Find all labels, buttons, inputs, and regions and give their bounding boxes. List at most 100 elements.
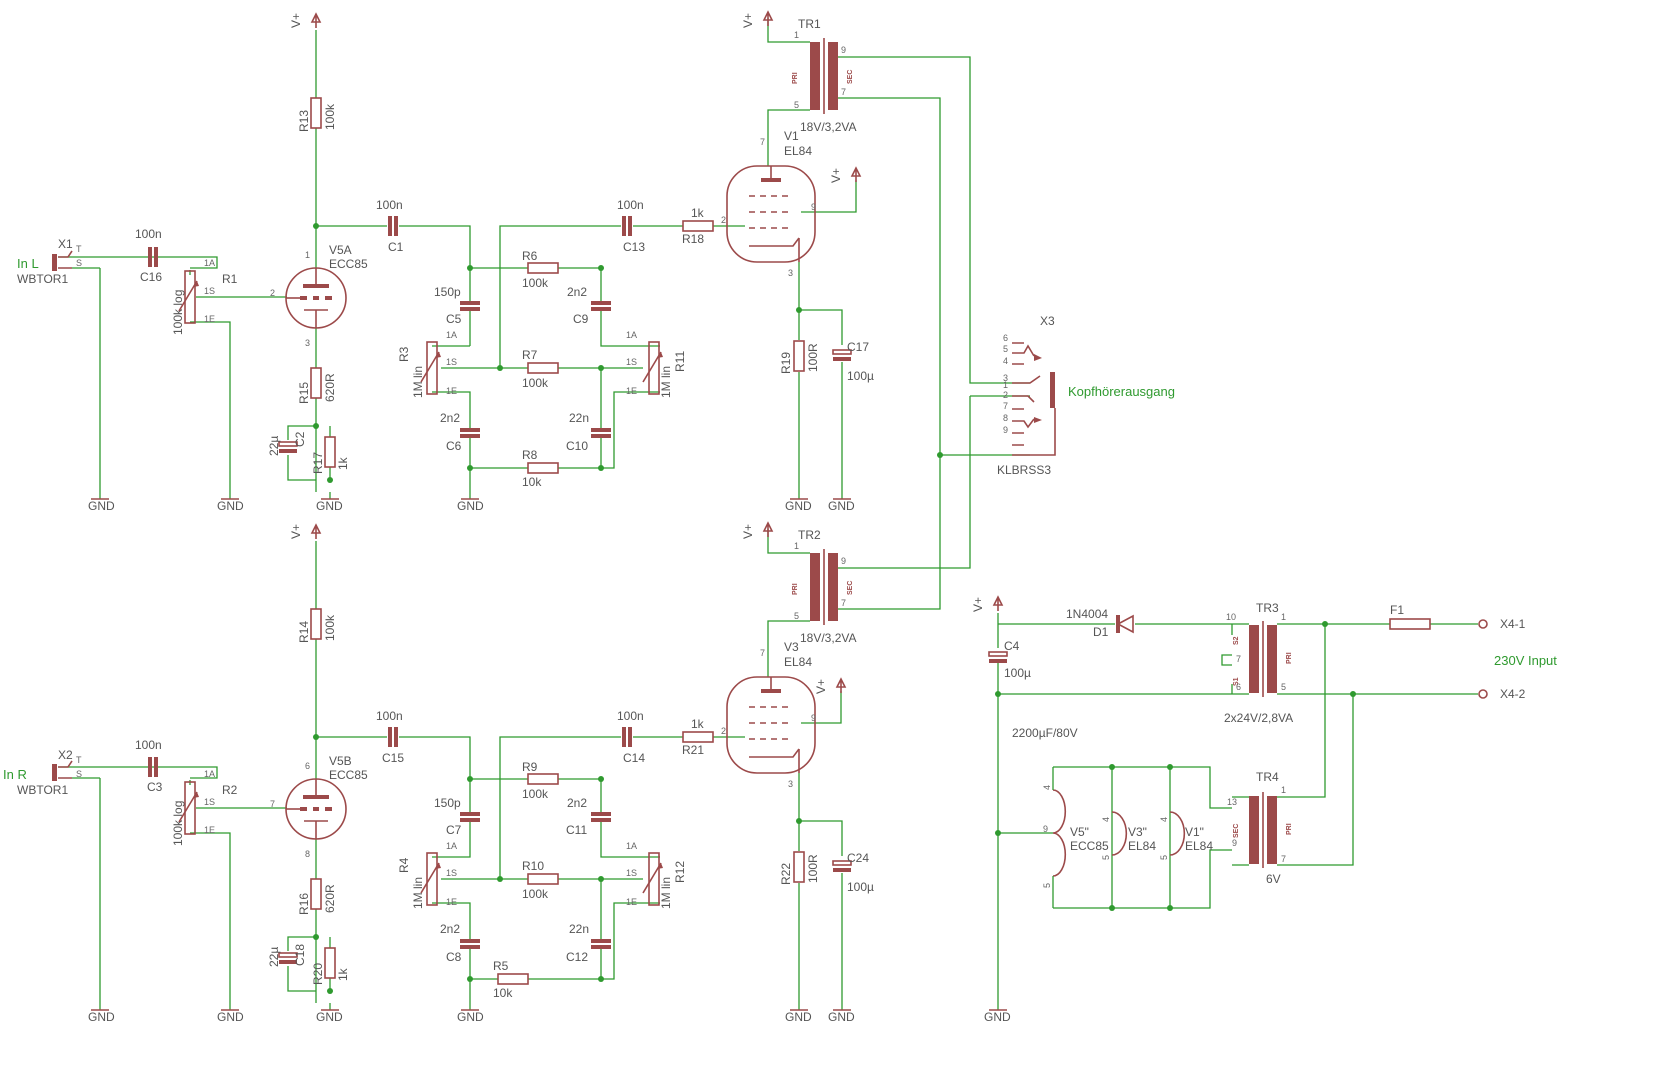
- r17-ref: R17: [311, 452, 325, 474]
- r8-ref: R8: [522, 448, 538, 462]
- c7-value: 150p: [434, 796, 461, 810]
- tr3-s1: S1: [1233, 677, 1240, 686]
- r11-ref: R11: [673, 351, 687, 372]
- r19-value: 100R: [806, 343, 820, 372]
- tr4-sec: SEC: [1233, 824, 1240, 838]
- gnd-label: GND: [785, 499, 812, 513]
- v1-type: EL84: [784, 144, 812, 158]
- input-label-left: In L: [17, 256, 39, 271]
- supply-label: V+: [289, 13, 303, 28]
- sec-label: SEC: [847, 581, 854, 595]
- c7-ref: C7: [446, 823, 462, 837]
- r16-ref: R16: [297, 893, 311, 915]
- channel-right: In R X2 WBTOR1 T S 100n C3 R2 100k log 1…: [3, 396, 971, 1024]
- pin-label: 9: [1232, 838, 1237, 848]
- r20-value: 1k: [336, 967, 350, 981]
- r7-value: 100k: [522, 376, 549, 390]
- c6-value: 2n2: [440, 411, 460, 425]
- gnd-label: GND: [457, 1010, 484, 1024]
- tr2-ref: TR2: [798, 528, 821, 542]
- r3-value: 1M lin: [411, 366, 425, 398]
- r4-ref: R4: [397, 857, 411, 873]
- mains-label: 230V Input: [1494, 653, 1557, 668]
- pri-label: PRI: [792, 583, 799, 595]
- heater-ref: V3": [1128, 825, 1147, 839]
- c13-ref: C13: [623, 240, 645, 254]
- pin-label: 1: [1281, 612, 1286, 622]
- channel-left: In L X1 WBTOR1 T S 100n C16 R1 100k log …: [17, 11, 1030, 513]
- c3-ref: C3: [147, 780, 163, 794]
- v3-ref: V3: [784, 640, 799, 654]
- r15-value: 620R: [323, 373, 337, 402]
- heater-type: EL84: [1185, 839, 1213, 853]
- gnd-label: GND: [88, 1010, 115, 1024]
- pin-label: 4: [1042, 785, 1052, 790]
- pin-label: 3: [305, 338, 310, 348]
- r14-value: 100k: [323, 614, 337, 641]
- pot-pin-label: 1A: [446, 841, 457, 851]
- r1-value: 100k log: [171, 290, 185, 335]
- d1-type: 1N4004: [1066, 607, 1108, 621]
- pot-pin-label: 1A: [446, 330, 457, 340]
- tr3-value: 2x24V/2,8VA: [1224, 711, 1293, 725]
- pot-pin-label: 1S: [626, 357, 637, 367]
- pot-pin-label: 1S: [446, 357, 457, 367]
- pin-label: 1: [1281, 785, 1286, 795]
- r15-ref: R15: [297, 382, 311, 404]
- pin-label: 3: [788, 779, 793, 789]
- c14-value: 100n: [617, 709, 644, 723]
- r18-ref: R18: [682, 232, 704, 246]
- c4-value: 100µ: [1004, 666, 1031, 680]
- pin-label: 9: [841, 45, 846, 55]
- pot-pin-label: 1A: [204, 769, 215, 779]
- pin-label: 6: [305, 761, 310, 771]
- gnd-label: GND: [217, 1010, 244, 1024]
- r21-value: 1k: [691, 717, 705, 731]
- r7-ref: R7: [522, 348, 538, 362]
- pin-label: 3: [788, 268, 793, 278]
- pot-pin-label: 1E: [204, 314, 215, 324]
- pin-label: 6: [1003, 333, 1008, 343]
- c12-value: 22n: [569, 922, 589, 936]
- pot-pin-label: 1S: [204, 286, 215, 296]
- gnd-label: GND: [217, 499, 244, 513]
- supply-label: V+: [971, 597, 985, 612]
- heater-type: EL84: [1128, 839, 1156, 853]
- r17-value: 1k: [336, 456, 350, 470]
- jack-pin-s: S: [76, 769, 82, 779]
- r9-value: 100k: [522, 787, 549, 801]
- v5a-ref: V5A: [329, 243, 352, 257]
- c10-ref: C10: [566, 439, 588, 453]
- r22-ref: R22: [779, 863, 793, 885]
- pin-label: 13: [1227, 797, 1237, 807]
- input-type-left: WBTOR1: [17, 272, 68, 286]
- supply-label: V+: [289, 524, 303, 539]
- c9-value: 2n2: [567, 285, 587, 299]
- pin-label: 3: [1003, 373, 1008, 383]
- c2-value: 22µ: [267, 436, 281, 456]
- pin-label: 1: [1003, 380, 1008, 390]
- pin-label: 8: [1003, 413, 1008, 423]
- heater-v1: V1" EL84 4 5: [1159, 811, 1213, 860]
- headphone-label: Kopfhörerausgang: [1068, 384, 1175, 399]
- c6-ref: C6: [446, 439, 462, 453]
- r2-ref: R2: [222, 783, 238, 797]
- pin-label: 2: [270, 288, 275, 298]
- c3-value: 100n: [135, 738, 162, 752]
- c17-value: 100µ: [847, 369, 874, 383]
- pin-label: 8: [305, 849, 310, 859]
- r6-ref: R6: [522, 249, 538, 263]
- c18-ref: C18: [293, 944, 307, 966]
- pin-label: 5: [794, 100, 799, 110]
- c8-value: 2n2: [440, 922, 460, 936]
- pin-label: 5: [1003, 344, 1008, 354]
- pin-label: 4: [1159, 817, 1169, 822]
- mains-1: X4-1: [1500, 617, 1526, 631]
- supply-label: V+: [814, 679, 828, 694]
- tr3-pri: PRI: [1286, 652, 1293, 664]
- r18-value: 1k: [691, 206, 705, 220]
- c9-ref: C9: [573, 312, 589, 326]
- pin-label: 7: [1281, 854, 1286, 864]
- pot-pin-label: 1S: [446, 868, 457, 878]
- pin-label: 4: [1003, 356, 1008, 366]
